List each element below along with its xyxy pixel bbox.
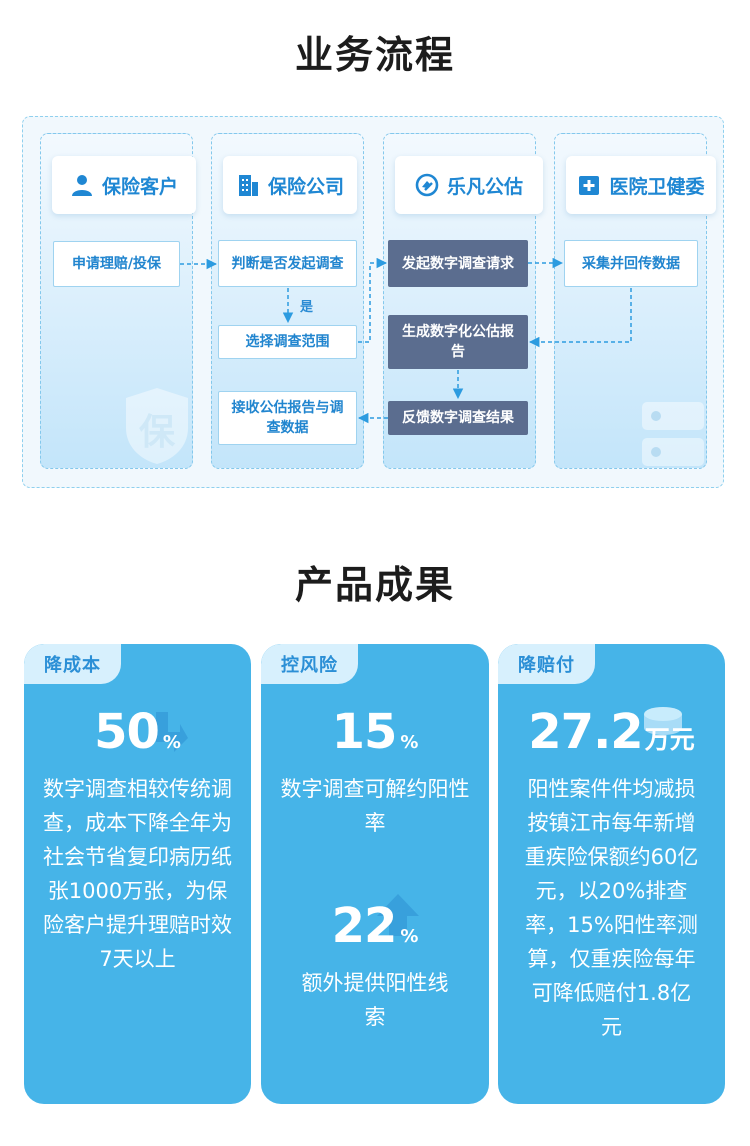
card-risk-description: 数字调查可解约阳性率 xyxy=(280,777,470,835)
process-section-title: 业务流程 xyxy=(294,33,455,77)
lefan-logo-icon xyxy=(415,173,439,197)
node-receive-report: 接收公估报告与调查数据 xyxy=(218,391,357,445)
card-tab-cost: 降成本 xyxy=(24,644,121,684)
metric-cost: 50% xyxy=(24,704,251,760)
shield-watermark-icon: 保 xyxy=(126,388,188,464)
lane-header-label: 保险客户 xyxy=(101,175,178,198)
metric-cost-unit: % xyxy=(162,732,181,753)
metric-clue: 22% xyxy=(261,898,489,954)
shield-watermark-text: 保 xyxy=(139,412,176,453)
result-card-payout: 降赔付 27.2万元 阳性案件件均减损按镇江市每年新增重疾险保额约60亿元，以2… xyxy=(498,644,725,1104)
node-feedback-result: 反馈数字调查结果 xyxy=(388,401,528,435)
result-card-cost: 降成本 50% 数字调查相较传统调查，成本下降全年为社会节省复印病历纸张1000… xyxy=(24,644,251,1104)
card-tab-payout: 降赔付 xyxy=(498,644,595,684)
card-payout-description: 阳性案件件均减损按镇江市每年新增重疾险保额约60亿元，以20%排查率，15%阳性… xyxy=(524,777,699,1039)
building-icon xyxy=(238,175,258,196)
metric-clue-unit: % xyxy=(400,926,419,947)
lane-header-hospital-health-commission: 医院卫健委 xyxy=(566,156,716,214)
node-select-scope: 选择调查范围 xyxy=(218,325,357,359)
up-arrow-icon xyxy=(377,894,419,936)
hospital-icon xyxy=(579,176,600,195)
metric-risk: 15% xyxy=(261,704,489,760)
lane-header-insurance-client: 保险客户 xyxy=(52,156,196,214)
card-tab-risk: 控风险 xyxy=(261,644,358,684)
down-arrow-icon xyxy=(156,712,188,752)
card-clue-description: 额外提供阳性线索 xyxy=(301,971,449,1029)
edge-select-to-request xyxy=(358,257,388,343)
flow-connectors xyxy=(180,257,632,424)
metric-payout-value: 27.2 xyxy=(528,704,643,760)
metric-risk-unit: % xyxy=(400,732,419,753)
node-initiate-request: 发起数字调查请求 xyxy=(388,240,528,287)
edge-label-yes: 是 xyxy=(300,300,314,315)
lane-header-insurance-company: 保险公司 xyxy=(223,156,357,214)
user-icon xyxy=(71,175,92,196)
node-judge-investigation: 判断是否发起调查 xyxy=(218,240,357,287)
lane-header-lefan-appraisal: 乐凡公估 xyxy=(395,156,543,214)
card-cost-description: 数字调查相较传统调查，成本下降全年为社会节省复印病历纸张1000万张，为保险客户… xyxy=(43,777,232,971)
lane-header-label: 乐凡公估 xyxy=(446,175,523,198)
edge-collect-to-generate xyxy=(528,288,632,348)
node-generate-report: 生成数字化公估报告 xyxy=(388,315,528,369)
metric-payout-unit: 万元 xyxy=(644,725,695,754)
metric-payout: 27.2万元 xyxy=(498,704,725,760)
result-card-risk: 控风险 15% 数字调查可解约阳性率 22% 额外提供阳性线索 xyxy=(261,644,489,1104)
server-watermark-icon xyxy=(642,402,704,466)
coin-stack-icon xyxy=(644,707,682,735)
lane-header-label: 医院卫健委 xyxy=(609,175,705,198)
metric-clue-value: 22 xyxy=(331,898,398,954)
node-apply-claim: 申请理赔/投保 xyxy=(53,241,180,287)
lane-header-label: 保险公司 xyxy=(267,175,344,198)
node-collect-data: 采集并回传数据 xyxy=(564,240,698,287)
metric-risk-value: 15 xyxy=(331,704,398,760)
results-section-title: 产品成果 xyxy=(294,563,455,607)
metric-cost-value: 50 xyxy=(94,704,160,760)
